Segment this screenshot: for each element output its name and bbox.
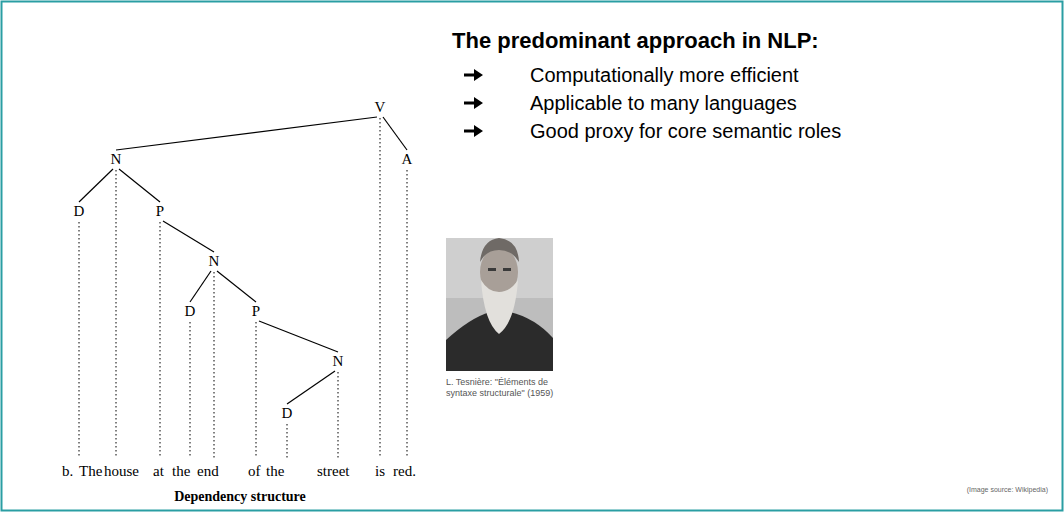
category-label: A (402, 151, 413, 168)
sentence-word: red. (393, 463, 416, 480)
category-label: D (185, 303, 196, 320)
tree-branch (217, 271, 256, 302)
projection-line (79, 222, 80, 458)
bullet-text: Applicable to many languages (530, 92, 797, 115)
bullet-arrow (464, 125, 483, 137)
tree-branch (190, 271, 211, 302)
sentence-word: The (79, 463, 102, 480)
sentence-word: house (104, 463, 139, 480)
dependency-tree (79, 117, 407, 458)
bullet-arrow (464, 69, 483, 81)
bullet-text: Good proxy for core semantic roles (530, 120, 841, 143)
tree-branch (259, 321, 338, 352)
sentence-word: street (317, 463, 349, 480)
category-label: P (252, 303, 260, 320)
category-label: D (282, 405, 293, 422)
slide-title: The predominant approach in NLP: (452, 28, 819, 54)
projection-line (214, 272, 215, 458)
bullet-arrows (464, 69, 483, 137)
projection-line (256, 322, 257, 458)
photo-caption: L. Tesnière: "Éléments de syntaxe struct… (446, 377, 564, 400)
projection-line (407, 170, 408, 458)
projection-line (287, 424, 288, 458)
bullet-text: Computationally more efficient (530, 64, 799, 87)
tree-branch (287, 371, 335, 404)
image-source: (Image source: Wikipedia) (967, 486, 1048, 494)
sentence-word: is (375, 463, 385, 480)
category-label: D (74, 203, 85, 220)
sentence-word: the (172, 463, 190, 480)
tree-branch (383, 117, 407, 150)
category-label: P (156, 203, 164, 220)
tree-branch (119, 169, 160, 202)
category-label: N (111, 151, 122, 168)
tree-branch (116, 117, 377, 150)
tree-branch (79, 169, 113, 202)
category-label: N (209, 253, 220, 270)
figure-caption: Dependency structure (174, 489, 306, 505)
sentence-word: of (248, 463, 261, 480)
category-label: N (333, 353, 344, 370)
projection-line (338, 372, 339, 458)
bullet-arrow (464, 97, 483, 109)
category-label: V (375, 99, 386, 116)
projection-line (116, 170, 117, 458)
sentence-word: the (266, 463, 284, 480)
portrait-photo (446, 238, 553, 371)
projection-line (380, 118, 381, 458)
sentence-word: at (153, 463, 164, 480)
projection-line (160, 222, 161, 458)
sentence-word: end (197, 463, 219, 480)
tree-branch (163, 221, 214, 252)
projection-line (190, 322, 191, 458)
sentence-word: b. (62, 463, 73, 480)
